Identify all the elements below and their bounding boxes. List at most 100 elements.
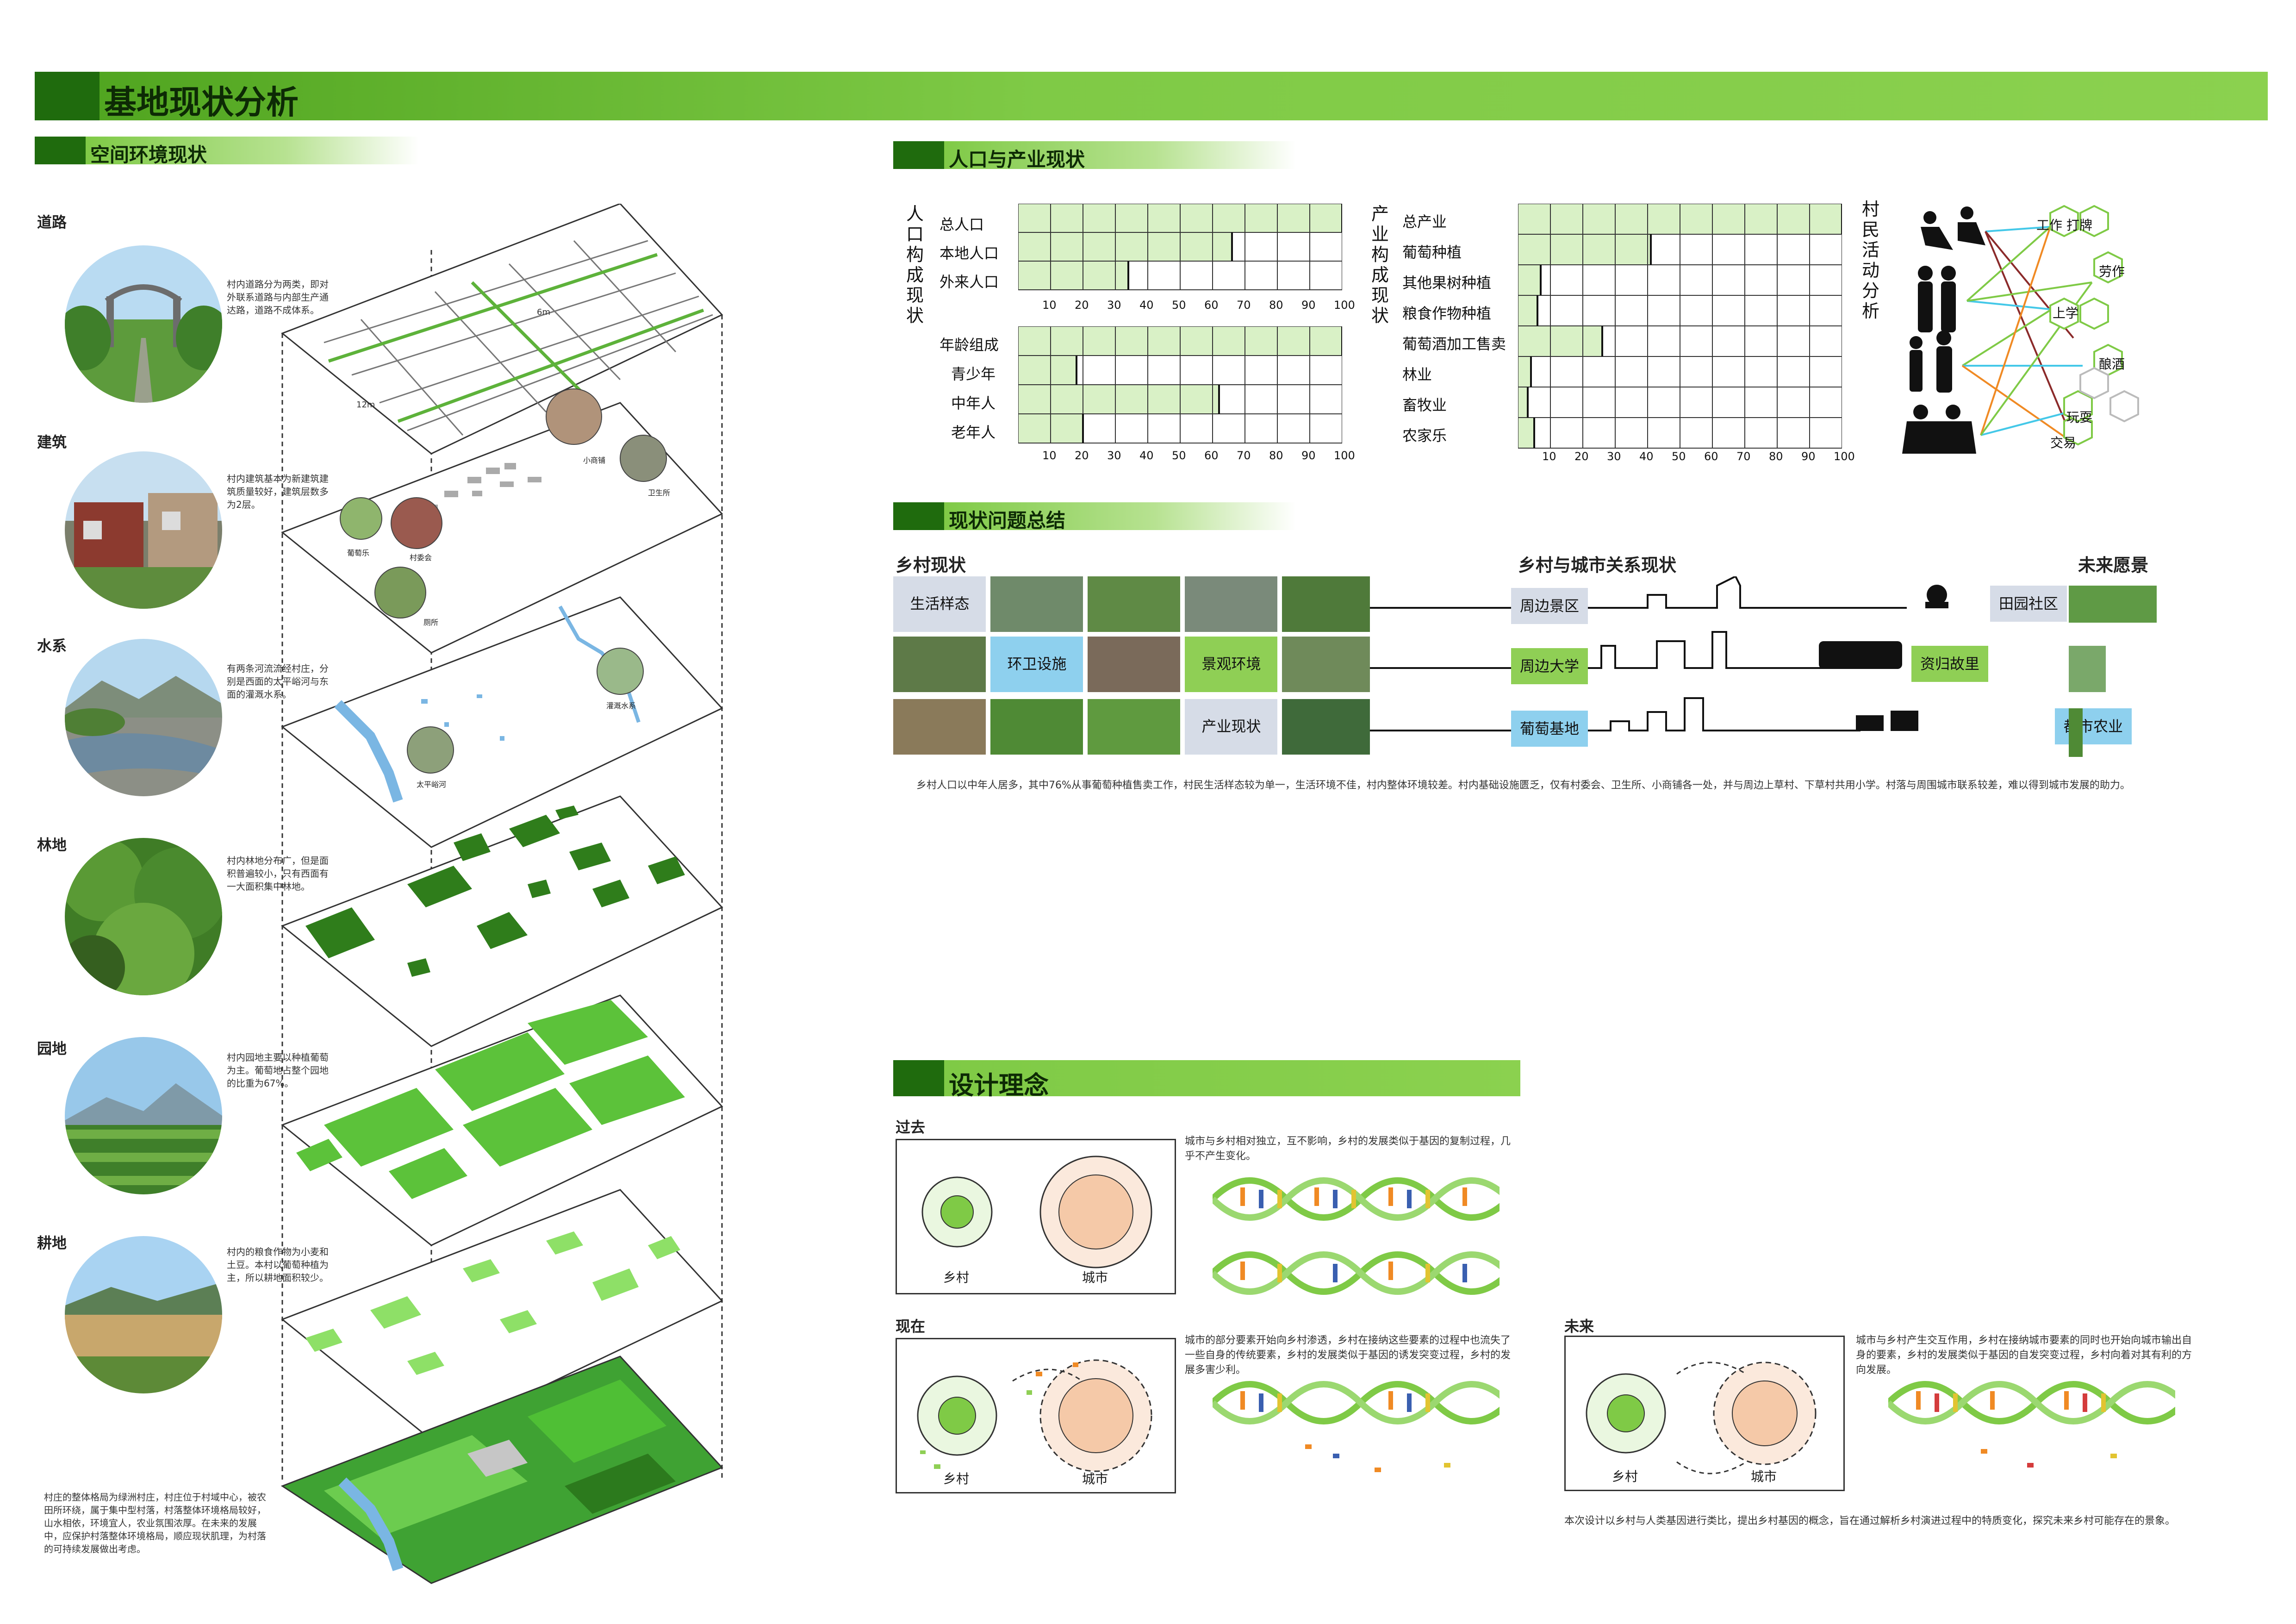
ind-tick: 10 — [1542, 450, 1556, 463]
population-chart-2 — [1018, 326, 1342, 443]
now-dna-helix — [1213, 1381, 1500, 1472]
layer-forest — [281, 795, 723, 1047]
layer-overall — [280, 1355, 723, 1584]
section-space-title: 空间环境现状 — [90, 144, 207, 166]
industry-row-label: 其他果树种植 — [1402, 274, 1492, 292]
building-clinic-label: 卫生所 — [648, 488, 670, 497]
layer-desc-building: 村内建筑基本为新建筑建筑质量较好，建筑层数多为2层。 — [227, 473, 329, 510]
pop-row-label-local: 本地人口 — [940, 244, 999, 262]
age-row-label-middle: 中年人 — [951, 394, 996, 412]
section-problems-header: 现状问题总结 — [893, 502, 1296, 532]
industry-chart-title: 产业构成现状 — [1371, 204, 1389, 326]
layer-farmland — [281, 1189, 723, 1441]
activity-cards: 打牌 — [2066, 218, 2093, 233]
layer-label-road: 道路 — [37, 213, 67, 231]
ind-tick: 20 — [1574, 450, 1589, 463]
past-rural-label: 乡村 — [943, 1270, 970, 1285]
layer-building: 小商铺 卫生所 村委会 葡萄乐 厕所 — [281, 388, 723, 654]
pop2-tick: 10 — [1042, 449, 1057, 462]
tag-landscape: 景观环境 — [1187, 646, 1276, 682]
concept-bottom-desc: 本次设计以乡村与人类基因进行类比，提出乡村基因的概念，旨在通过解析乡村演进过程中… — [1564, 1515, 2176, 1527]
layer-garden — [281, 994, 723, 1246]
concept-future-desc: 城市与乡村产生交互作用，乡村在接纳城市要素的同时也开始向城市输出自身的要素，乡村… — [1856, 1335, 2192, 1376]
industry-row-label: 总产业 — [1402, 213, 1447, 231]
pop2-tick: 90 — [1301, 449, 1316, 462]
ind-bar-5 — [1518, 356, 1531, 387]
pop1-tick: 50 — [1172, 299, 1186, 312]
industry-row-label: 农家乐 — [1402, 427, 1447, 444]
layer-label-forest: 林地 — [37, 836, 67, 854]
layer-desc-water: 有两条河流流经村庄，分别是西面的太平峪河与东面的灌溉水系。 — [227, 663, 329, 700]
activity-trade: 交易 — [2050, 435, 2077, 450]
water-irrigation-label: 灌溉水系 — [606, 701, 636, 710]
age-row-label-group: 年龄组成 — [940, 336, 999, 354]
ind-bar-6 — [1518, 387, 1528, 418]
pop-row-label-migrant: 外来人口 — [940, 273, 999, 291]
building-committee-label: 村委会 — [410, 553, 432, 562]
pop1-tick: 10 — [1042, 299, 1057, 312]
relation-status-title: 乡村与城市关系现状 — [1518, 555, 1677, 575]
layer-label-garden: 园地 — [37, 1040, 67, 1057]
pop1-tick: 70 — [1237, 299, 1251, 312]
pop1-tick: 30 — [1107, 299, 1121, 312]
pop1-tick: 100 — [1334, 299, 1355, 312]
road-width-6m: 6m — [537, 307, 550, 317]
tag-sanitation: 环卫设施 — [993, 646, 1081, 682]
layer-desc-road: 村内道路分为两类，即对外联系道路与内部生产通达路，道路不成体系。 — [227, 279, 329, 316]
age-row-label-youth: 青少年 — [951, 365, 996, 383]
future-photos — [2069, 586, 2157, 757]
industry-row-label: 畜牧业 — [1402, 396, 1447, 414]
pop2-tick: 40 — [1139, 449, 1154, 462]
concept-past-desc: 城市与乡村相对独立，互不影响，乡村的发展类似于基因的复制过程，几乎不产生变化。 — [1185, 1136, 1511, 1162]
ind-tick: 30 — [1607, 450, 1621, 463]
ind-bar-4 — [1518, 326, 1602, 356]
activity-brew: 酿酒 — [2099, 356, 2125, 372]
activity-diagram — [1902, 205, 2139, 454]
ind-tick: 40 — [1639, 450, 1654, 463]
page-title: 基地现状分析 — [104, 83, 299, 121]
activity-school: 上学 — [2053, 306, 2079, 321]
tag-university: 周边大学 — [1511, 648, 1588, 684]
industry-row-label: 林业 — [1402, 366, 1432, 383]
ind-bar-3 — [1518, 295, 1537, 326]
ind-tick: 60 — [1704, 450, 1718, 463]
pop2-tick: 20 — [1075, 449, 1089, 462]
ind-bar-7 — [1518, 418, 1534, 448]
layer-label-water: 水系 — [37, 637, 67, 655]
pop1-bar-2 — [1018, 261, 1128, 290]
tag-scenic: 周边景区 — [1511, 588, 1588, 624]
section-population-title: 人口与产业现状 — [949, 148, 1085, 171]
photo-road — [65, 245, 222, 403]
problems-summary: 乡村人口以中年人居多，其中76%从事葡萄种植售卖工作，村民生活样态较为单一，生活… — [916, 780, 2130, 791]
photo-farmland — [65, 1236, 222, 1393]
pop2-bar-1 — [1018, 356, 1076, 385]
overall-desc: 村庄的整体格局为绿洲村庄，村庄位于村域中心，被农田所环绕，属于集中型村落，村落整… — [44, 1492, 266, 1555]
tag-living: 生活样态 — [896, 586, 984, 622]
layer-road: 12m 6m — [281, 204, 723, 455]
layer-label-building: 建筑 — [37, 433, 67, 451]
section-concept-header: 设计理念 — [893, 1060, 1520, 1100]
building-toilet-label: 厕所 — [423, 618, 438, 627]
layer-desc-farmland: 村内的粮食作物为小麦和土豆。本村以葡萄种植为主，所以耕地面积较少。 — [227, 1246, 329, 1283]
ind-tick: 50 — [1672, 450, 1686, 463]
section-problems-title: 现状问题总结 — [949, 509, 1066, 532]
photo-garden — [65, 1037, 222, 1194]
future-dna-helix — [1888, 1381, 2175, 1468]
future-city-label: 城市 — [1751, 1469, 1777, 1484]
tag-rural-community: 田园社区 — [1990, 586, 2067, 622]
age-row-label-elder: 老年人 — [951, 424, 996, 441]
tag-grape-base: 葡萄基地 — [1511, 711, 1588, 747]
population-chart-title: 人口构成现状 — [906, 204, 924, 326]
pop1-tick: 20 — [1075, 299, 1089, 312]
activity-work: 工作 — [2036, 218, 2063, 233]
pop1-tick: 40 — [1139, 299, 1154, 312]
layer-desc-forest: 村内林地分布广，但是面积普遍较小，只有西面有一大面积集中林地。 — [227, 855, 329, 892]
layer-stack-diagram: 12m 6m 小商铺 卫生所 村委会 葡萄乐 厕所 太平峪河 灌溉水系 — [280, 204, 723, 1584]
building-shop-label: 小商铺 — [583, 456, 605, 465]
concept-now-panel: 乡村 城市 — [896, 1338, 1176, 1493]
ind-tick: 80 — [1769, 450, 1783, 463]
activity-title: 村民活动分析 — [1861, 199, 1879, 321]
layer-water: 太平峪河 灌溉水系 — [281, 596, 723, 848]
